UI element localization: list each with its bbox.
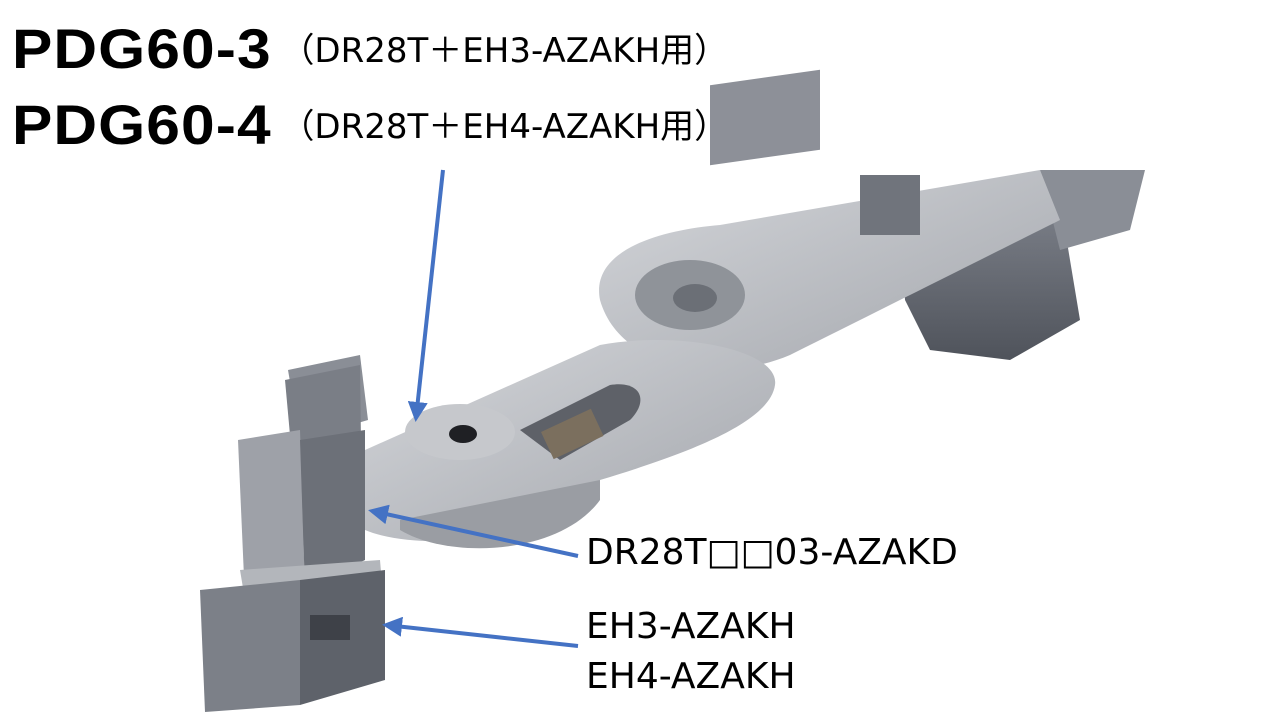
upper-arm: [599, 69, 1060, 370]
actuator-label: DR28T□□03-AZAKD: [586, 532, 958, 573]
arrow-to-joint: [407, 169, 445, 422]
model-name: PDG60-3: [12, 17, 272, 80]
title-pdg60-4: PDG60-4（DR28T＋EH4-AZAKH用）: [12, 92, 728, 157]
gripper: [200, 560, 385, 712]
forearm: [365, 339, 776, 549]
title-pdg60-3: PDG60-3（DR28T＋EH3-AZAKH用）: [12, 16, 728, 81]
model-name: PDG60-4: [12, 93, 272, 156]
model-detail: （DR28T＋EH3-AZAKH用）: [280, 31, 729, 71]
vertical-actuator: [238, 355, 368, 600]
gripper-label-eh3: EH3-AZAKH: [586, 606, 796, 647]
arrow-to-gripper: [382, 616, 579, 648]
arrow-to-actuator: [368, 504, 579, 558]
model-detail: （DR28T＋EH4-AZAKH用）: [280, 107, 729, 147]
gripper-label-eh4: EH4-AZAKH: [586, 656, 796, 697]
